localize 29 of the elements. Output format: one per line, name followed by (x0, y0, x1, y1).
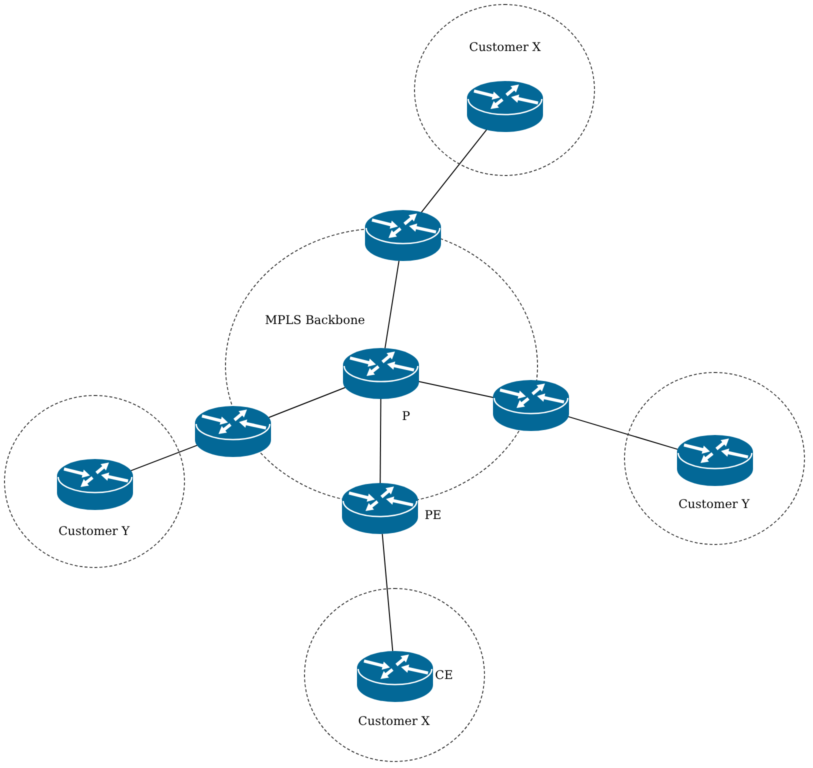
router-label: PE (424, 508, 442, 522)
router-icon (343, 348, 419, 399)
site-label: Customer Y (58, 524, 130, 538)
site-label: Customer Y (678, 496, 750, 512)
link-line (130, 444, 198, 472)
router-icon (365, 210, 441, 261)
site-circle (414, 4, 595, 176)
site-label: Customer X (469, 40, 541, 54)
router-label: CE (435, 668, 453, 682)
link-line (420, 129, 488, 213)
site-label: Customer X (358, 714, 430, 728)
site-circle (304, 588, 485, 762)
link-line (382, 533, 394, 652)
router-icon (677, 435, 753, 486)
backbone-label: MPLS Backbone (264, 312, 366, 328)
router-label: P (402, 408, 410, 424)
router-icon (493, 380, 569, 431)
link-line (418, 381, 494, 398)
router-icon (195, 406, 271, 457)
router-icon (357, 651, 433, 702)
router-icon (57, 459, 133, 510)
link-line (380, 398, 382, 484)
router-icon (342, 483, 418, 534)
link-line (568, 416, 678, 450)
site-circle (624, 372, 805, 545)
link-line (268, 387, 346, 418)
site-circle (4, 395, 185, 568)
router-icon (467, 81, 543, 132)
link-line (384, 260, 400, 349)
